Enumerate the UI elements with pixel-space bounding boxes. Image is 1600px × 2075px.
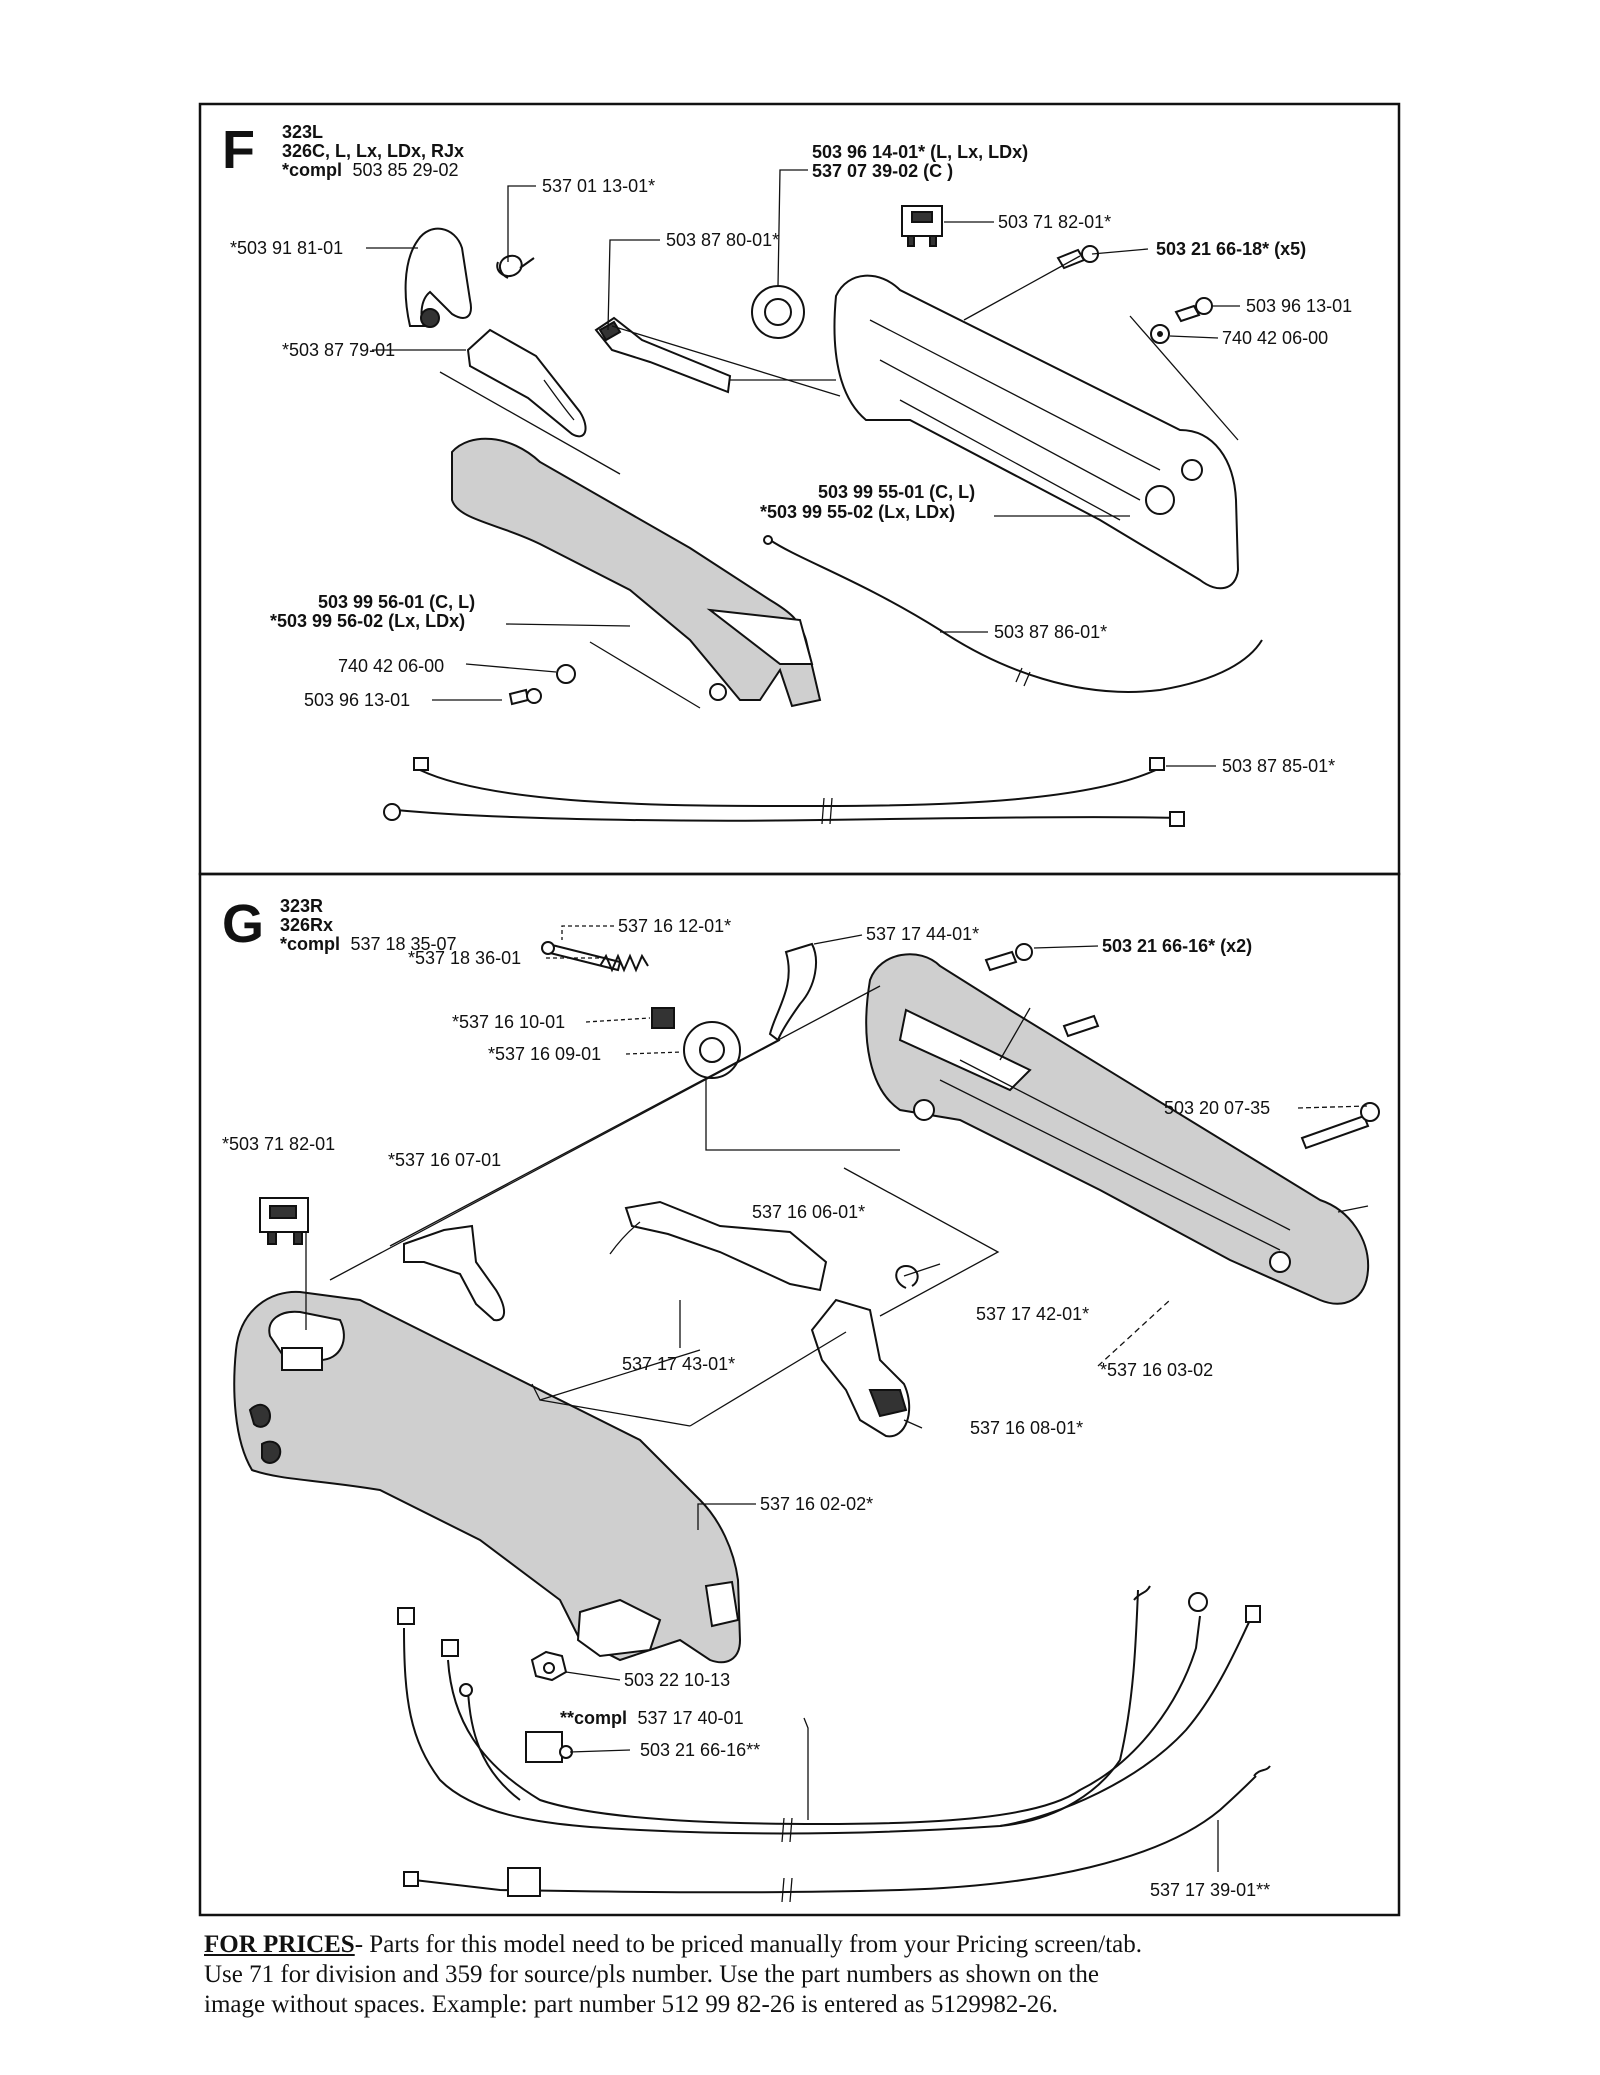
pricing-heading: FOR PRICES xyxy=(204,1931,355,1958)
pricing-note: FOR PRICES- Parts for this model need to… xyxy=(204,1930,1464,2020)
label-f-l2: *503 99 56-02 (Lx, LDx) xyxy=(270,611,465,631)
bracket-pin xyxy=(420,308,440,328)
label-f-c: 503 87 80-01* xyxy=(666,230,779,250)
section-g-model-1: 323R xyxy=(280,896,323,916)
section-f-leaders xyxy=(366,169,1240,767)
label-f-i: 740 42 06-00 xyxy=(1222,328,1328,348)
label-f-l1: 503 99 56-01 (C, L) xyxy=(318,592,475,612)
label-f-o: 503 87 85-01* xyxy=(1222,756,1335,776)
label-g-l: *537 16 03-02 xyxy=(1100,1360,1213,1380)
section-g-model-2: 326Rx xyxy=(280,915,333,935)
label-f-g: 503 21 66-18* (x5) xyxy=(1156,239,1306,259)
adjust-screw xyxy=(544,942,622,972)
throttle-cable-f xyxy=(769,539,1263,693)
section-f-letter: F xyxy=(222,120,255,180)
section-g-letter: G xyxy=(222,894,264,954)
trigger-spring xyxy=(895,1264,919,1289)
pricing-line-1-text: - Parts for this model need to be priced… xyxy=(354,1931,1142,1958)
label-g-j: 537 16 06-01* xyxy=(752,1202,865,1222)
section-f-parts xyxy=(383,205,1263,827)
throttle-trigger-f xyxy=(594,316,732,394)
wire-harness-f xyxy=(419,765,1165,808)
handle-half-right-f xyxy=(833,274,1240,590)
label-g-d: *537 16 09-01 xyxy=(488,1044,601,1064)
label-f-k: 503 87 86-01* xyxy=(994,622,1107,642)
label-g-k: 537 17 42-01* xyxy=(976,1304,1089,1324)
section-f-compl: *compl 503 85 29-02 xyxy=(282,160,459,180)
screw-g-3 xyxy=(1300,1114,1370,1150)
screw-f-2 xyxy=(1174,304,1201,323)
label-g-m: 537 17 43-01* xyxy=(622,1354,735,1374)
lever-bracket xyxy=(404,227,472,327)
label-g-p: 503 22 10-13 xyxy=(624,1670,730,1690)
label-g-n: 537 16 08-01* xyxy=(970,1418,1083,1438)
screw-g-2 xyxy=(1062,1014,1100,1038)
section-g-compl-number: 537 18 35-07 xyxy=(350,934,456,954)
throttle-lockout xyxy=(466,328,587,438)
throttle-trigger-lever xyxy=(810,1298,911,1438)
handle-half-right-g xyxy=(865,953,1370,1305)
label-g-r: 503 21 66-16** xyxy=(640,1740,760,1760)
label-f-d: *503 87 79-01 xyxy=(282,340,395,360)
section-g-parts xyxy=(233,941,1380,1903)
throttle-trigger-g xyxy=(624,1200,828,1292)
label-g-q: **compl 537 17 40-01 xyxy=(560,1708,744,1728)
label-g-c: *537 16 10-01 xyxy=(452,1012,565,1032)
bushing xyxy=(651,1007,675,1029)
label-g-h: *503 71 82-01 xyxy=(222,1134,335,1154)
label-f-f: 503 71 82-01* xyxy=(998,212,1111,232)
label-f-b: *503 91 81-01 xyxy=(230,238,343,258)
main-handle-g xyxy=(233,1290,742,1664)
compression-spring xyxy=(599,953,649,973)
label-f-a: 537 01 13-01* xyxy=(542,176,655,196)
wire-harness-g xyxy=(403,1589,1139,1835)
screw-f-3 xyxy=(508,688,530,706)
label-f-e1: 503 96 14-01* (L, Lx, LDx) xyxy=(812,142,1028,162)
torsion-spring xyxy=(496,254,535,279)
handle-half-left-f xyxy=(451,437,822,708)
label-f-j2: *503 99 55-02 (Lx, LDx) xyxy=(760,502,955,522)
label-g-f: 503 21 66-16* (x2) xyxy=(1102,936,1252,956)
label-f-m: 740 42 06-00 xyxy=(338,656,444,676)
section-f-model-1: 323L xyxy=(282,122,323,142)
label-f-n: 503 96 13-01 xyxy=(304,690,410,710)
connector-g xyxy=(525,1731,563,1763)
washer-f-2 xyxy=(556,664,576,684)
label-f-e2: 537 07 39-02 (C ) xyxy=(812,161,953,181)
label-f-j1: 503 99 55-01 (C, L) xyxy=(818,482,975,502)
section-g-compl: *compl 537 18 35-07 xyxy=(280,934,457,954)
section-g-leaders xyxy=(305,925,1369,1872)
hook-clip xyxy=(768,942,817,1042)
section-f-compl-prefix: *compl xyxy=(282,160,342,180)
label-g-e: 537 17 44-01* xyxy=(866,924,979,944)
section-f-compl-number: 503 85 29-02 xyxy=(352,160,458,180)
label-g-b: *537 18 36-01 xyxy=(408,948,521,968)
label-g-o: 537 16 02-02* xyxy=(760,1494,873,1514)
label-g-g: 503 20 07-35 xyxy=(1164,1098,1270,1118)
throttle-cable-g xyxy=(413,1775,1257,1894)
label-g-q-number: 537 17 40-01 xyxy=(637,1708,743,1728)
section-g-compl-prefix: *compl xyxy=(280,934,340,954)
section-g-frame xyxy=(198,872,1401,1917)
label-f-h: 503 96 13-01 xyxy=(1246,296,1352,316)
pricing-note-line-3: image without spaces. Example: part numb… xyxy=(204,1991,1058,2018)
label-g-q-prefix: **compl xyxy=(560,1708,627,1728)
throttle-lockout-g xyxy=(403,1224,505,1322)
label-g-a: 537 16 12-01* xyxy=(618,916,731,936)
label-g-s: 537 17 39-01** xyxy=(1150,1880,1270,1900)
screw-g-1 xyxy=(984,950,1018,972)
pricing-note-line-1: FOR PRICES- Parts for this model need to… xyxy=(204,1930,1464,1960)
label-g-i: *537 16 07-01 xyxy=(388,1150,501,1170)
section-f-model-2: 326C, L, Lx, LDx, RJx xyxy=(282,141,464,161)
pricing-note-line-2: Use 71 for division and 359 for source/p… xyxy=(204,1961,1099,1988)
